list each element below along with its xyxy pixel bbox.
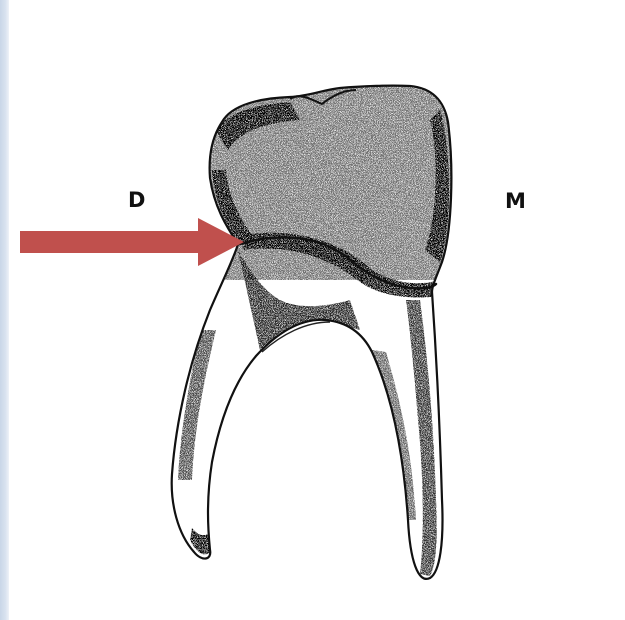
label-mesial: M — [505, 191, 526, 212]
pointer-arrow — [20, 218, 244, 266]
label-distal: D — [128, 190, 145, 211]
tooth-shading — [160, 80, 460, 590]
